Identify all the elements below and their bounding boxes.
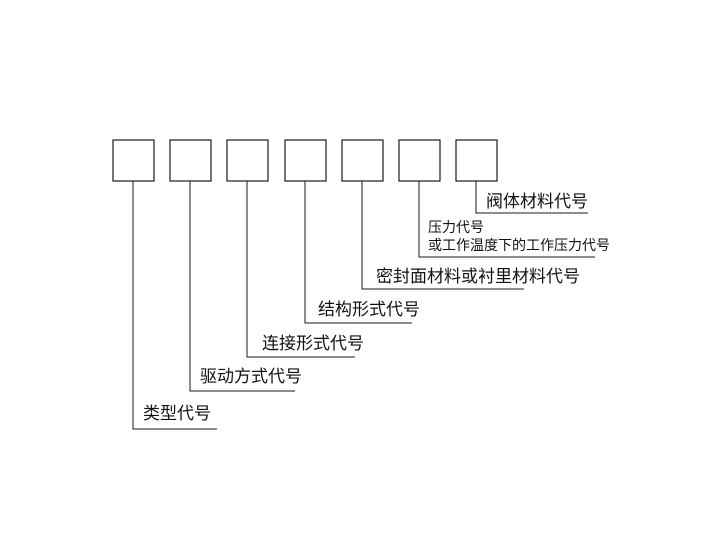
leader-pressure-code — [418, 181, 595, 258]
label-pressure-code-line1: 压力代号 — [428, 220, 484, 236]
code-box-2 — [169, 139, 212, 182]
code-box-5 — [341, 139, 384, 182]
label-seal-code: 密封面材料或衬里材料代号 — [376, 267, 580, 287]
leader-type-code — [132, 181, 217, 430]
label-body-material-code: 阀体材料代号 — [486, 192, 588, 212]
label-pressure-code-line2: 或工作温度下的工作压力代号 — [428, 238, 610, 254]
leader-structure-code — [304, 181, 412, 324]
leader-drive-code — [189, 181, 295, 392]
label-drive-code: 驱动方式代号 — [200, 367, 302, 387]
code-box-6 — [398, 139, 441, 182]
leader-connection-code — [246, 181, 355, 358]
label-structure-code: 结构形式代号 — [318, 300, 420, 320]
label-connection-code: 连接形式代号 — [262, 334, 364, 354]
leader-seal-code — [361, 181, 524, 290]
label-type-code: 类型代号 — [143, 404, 211, 424]
code-box-3 — [226, 139, 269, 182]
code-box-7 — [455, 139, 498, 182]
code-box-1 — [112, 139, 155, 182]
code-box-4 — [284, 139, 327, 182]
leader-body-material-code — [475, 181, 588, 214]
